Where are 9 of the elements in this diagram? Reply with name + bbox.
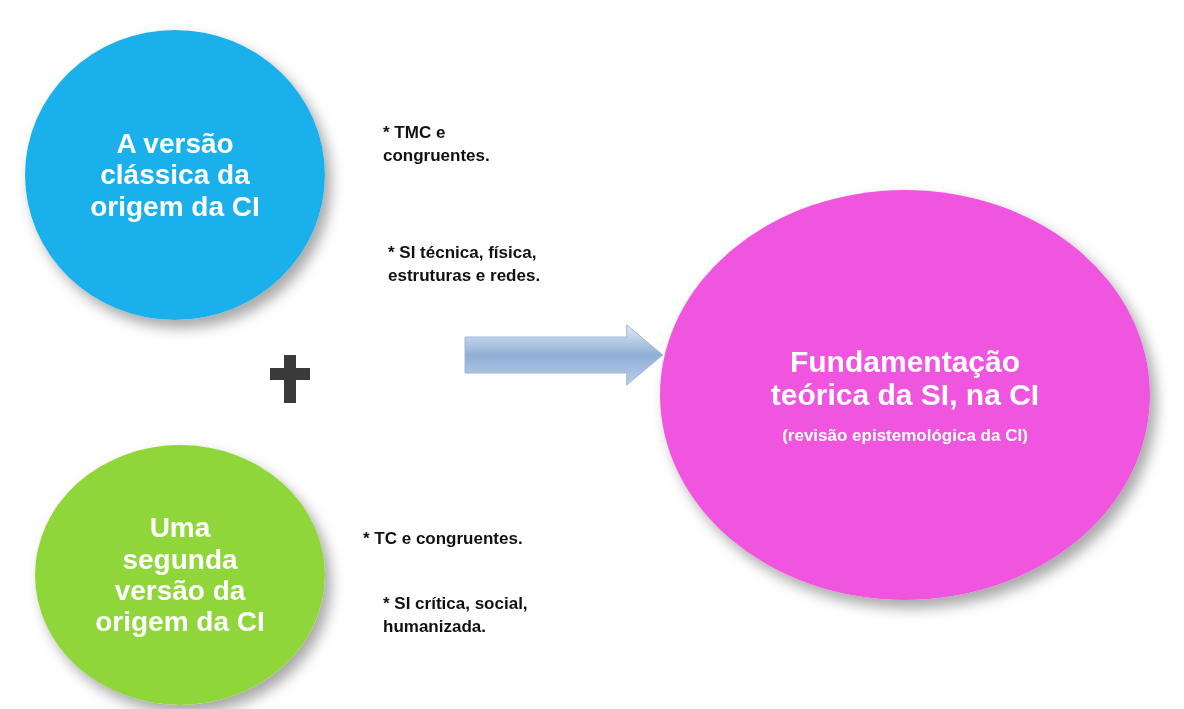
note-text: * TMC e congruentes. xyxy=(383,122,491,167)
note-text: * TC e congruentes. xyxy=(363,528,524,550)
node-subtitle: (revisão epistemológica da CI) xyxy=(782,426,1028,446)
node-title: A versão clássica da origem da CI xyxy=(89,127,261,223)
node-title: Fundamentação teórica da SI, na CI xyxy=(769,344,1041,413)
note-text: * SI técnica, física, estruturas e redes. xyxy=(388,242,542,287)
note-text: * SI crítica, social, humanizada. xyxy=(383,593,529,638)
block-arrow xyxy=(464,324,664,386)
node-title: Uma segunda versão da origem da CI xyxy=(95,512,265,638)
